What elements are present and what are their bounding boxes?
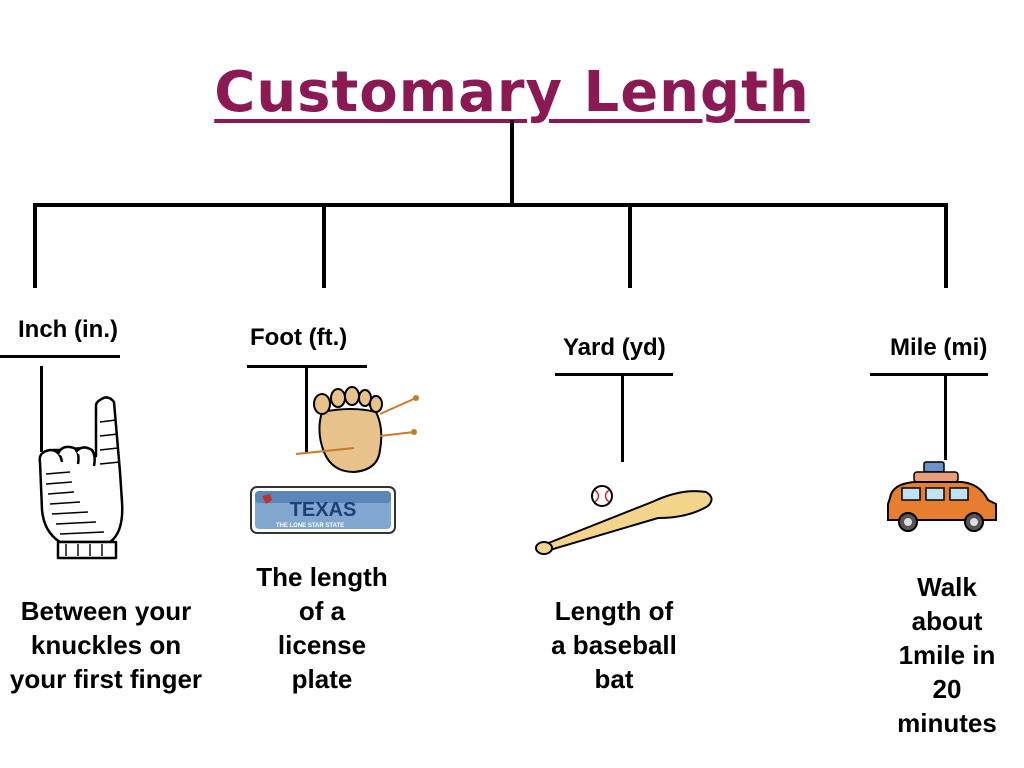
stem-inch (40, 366, 43, 452)
unit-label-yard: Yard (yd) (563, 334, 666, 361)
branch-drop-yard (628, 203, 632, 288)
underline-foot (247, 365, 367, 368)
car-icon (887, 461, 997, 532)
description-mile: Walk about 1mile in 20 minutes (897, 572, 997, 738)
underline-mile (870, 373, 988, 376)
unit-label-foot: Foot (ft.) (250, 324, 348, 351)
license-plate-icon: TEXAS THE LONE STAR STATE (250, 486, 396, 534)
underline-yard (555, 373, 673, 376)
description-foot: The length of a license plate (256, 562, 388, 694)
description-inch: Between your knuckles on your first fing… (9, 596, 203, 694)
diagram-title: Customary Length (214, 60, 810, 125)
description-yard: Length of a baseball bat (551, 596, 677, 694)
branch-drop-foot (322, 203, 326, 288)
unit-label-mile: Mile (mi) (890, 334, 988, 361)
branch-drop-mile (944, 203, 948, 288)
plate-text: TEXAS (290, 499, 357, 521)
stem-yard (621, 376, 624, 462)
branch-drop-inch (33, 203, 37, 288)
foot-icon (295, 386, 419, 474)
trunk-line (510, 120, 514, 206)
stem-mile (944, 376, 947, 460)
baseball-bat-icon (535, 485, 713, 555)
branch-bar (34, 203, 948, 207)
pointing-finger-icon (38, 396, 124, 560)
underline-inch (0, 355, 120, 358)
stem-foot (305, 368, 308, 452)
plate-subtext: THE LONE STAR STATE (276, 523, 344, 529)
unit-label-inch: Inch (in.) (18, 316, 118, 343)
